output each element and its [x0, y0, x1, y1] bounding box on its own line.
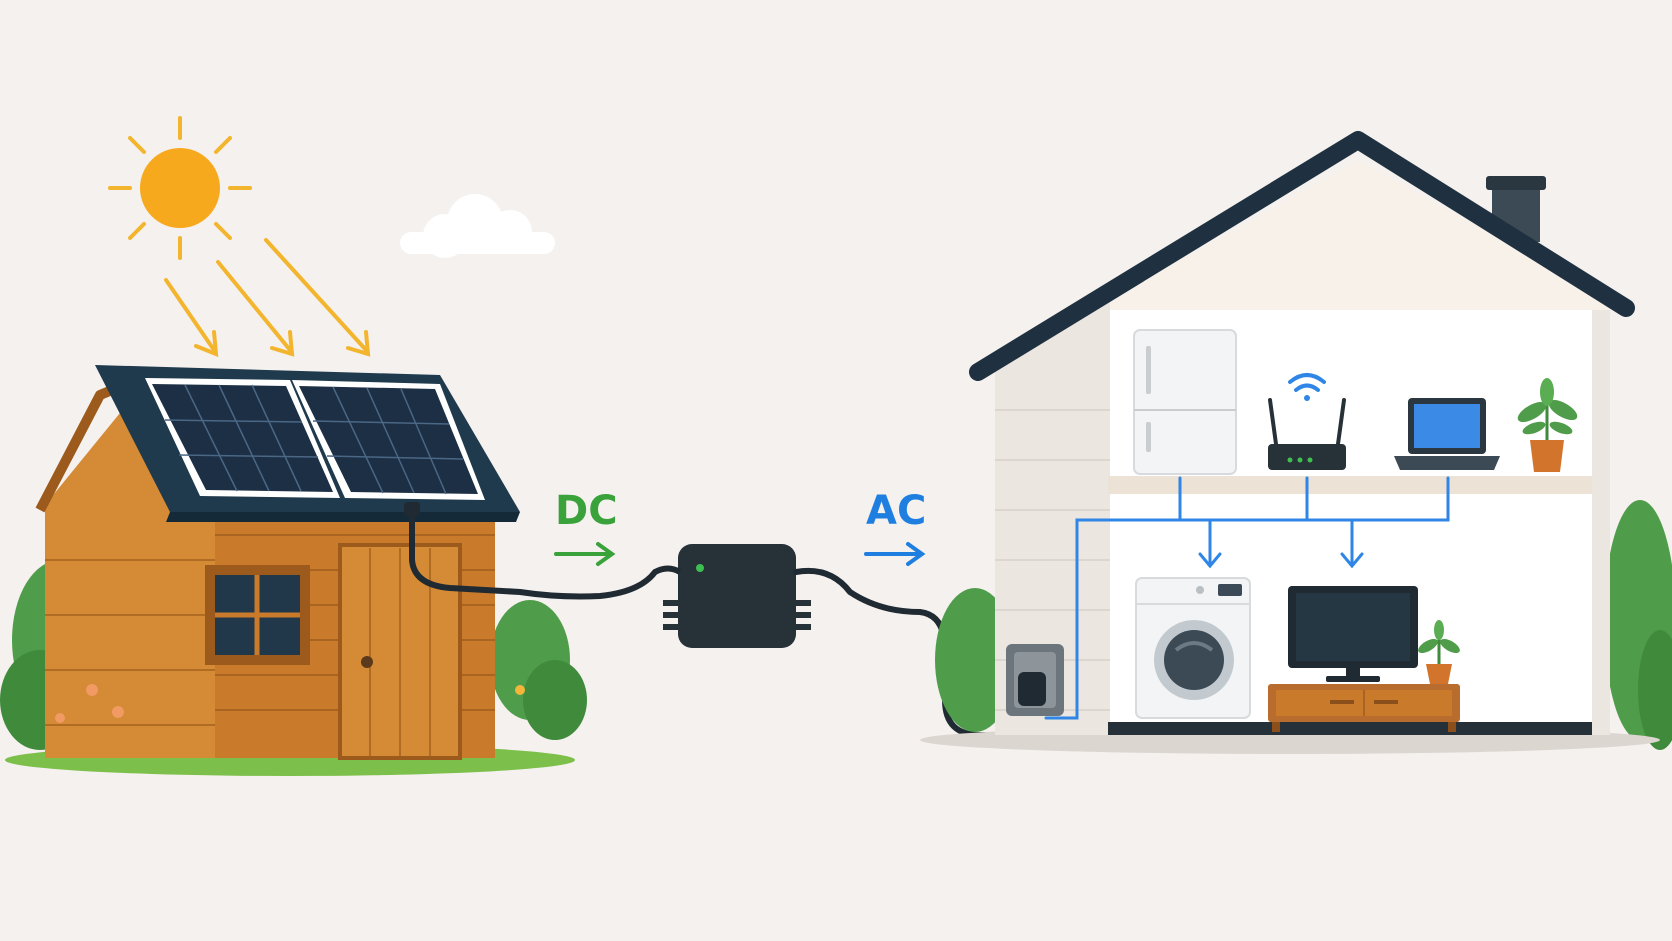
inverter-icon — [663, 544, 811, 648]
dc-arrow — [554, 542, 616, 566]
dc-cable — [409, 505, 658, 600]
bush-house-right — [1604, 500, 1672, 750]
sunlight-arrows — [164, 238, 371, 358]
potted-plant-icon — [1418, 620, 1460, 684]
bush-right — [490, 600, 587, 740]
solar-panel-icon — [145, 378, 485, 500]
shed-window — [205, 565, 310, 665]
house-roof — [969, 131, 1635, 381]
laptop-icon — [1394, 398, 1500, 470]
wifi-router-icon — [1268, 373, 1346, 470]
cloud-icon — [400, 194, 555, 258]
tv-stand — [1268, 684, 1460, 732]
refrigerator-icon — [1133, 329, 1237, 475]
ac-wiring — [1044, 476, 1450, 720]
plug — [1018, 672, 1046, 706]
washing-machine-icon — [1135, 577, 1251, 719]
sun-icon — [108, 116, 252, 260]
ac-arrow — [864, 542, 926, 566]
upper-shelf — [1108, 476, 1592, 494]
garden-shed — [0, 365, 587, 776]
house — [920, 131, 1672, 754]
potted-plant-icon — [1517, 378, 1578, 472]
flowers — [55, 684, 525, 723]
ac-label: AC — [866, 488, 926, 534]
television-icon — [1288, 586, 1418, 682]
dc-label: DC — [555, 488, 618, 534]
wifi-signal-icon — [1288, 373, 1326, 401]
shed-door — [338, 543, 462, 760]
